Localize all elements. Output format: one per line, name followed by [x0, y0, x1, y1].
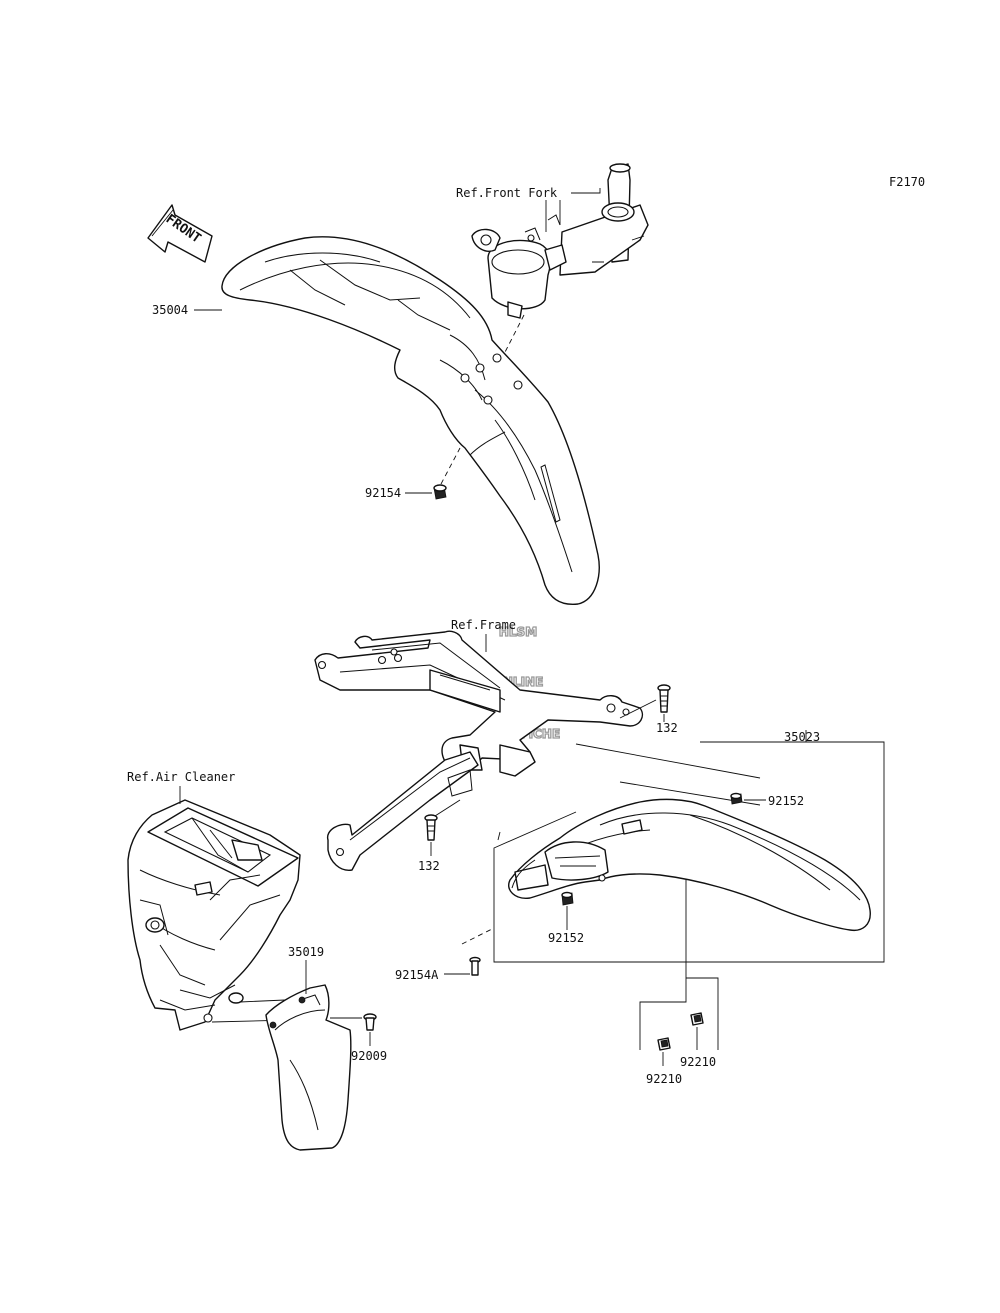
mud-flap-part-number: 35019 — [288, 945, 324, 959]
rear-fender-bolt-a — [469, 956, 481, 976]
air-cleaner-reference — [127, 799, 301, 1031]
mud-flap-bolt-part-number: 92009 — [351, 1049, 387, 1063]
nut-right-part-number: 92210 — [680, 1055, 716, 1069]
nut-left — [657, 1037, 671, 1051]
rear-fender-bolt-a-part-number: 92154A — [395, 968, 439, 982]
watermark-line1: HLSM — [499, 625, 537, 639]
front-fender — [221, 236, 600, 605]
ref-frame-label: Ref.Frame — [451, 618, 516, 632]
rear-fender-bolt-upper — [730, 792, 743, 805]
frame-bolt-right-part-number: 132 — [656, 721, 678, 735]
front-fender-bolt-part-number: 92154 — [365, 486, 401, 500]
rear-fender-part-number: 35023 — [784, 730, 820, 744]
nut-left-part-number: 92210 — [646, 1072, 682, 1086]
front-fork-reference — [471, 163, 649, 319]
rear-fender — [508, 798, 871, 932]
rear-fender-bolt-lower-part-number: 92152 — [548, 931, 584, 945]
ref-front-fork-label: Ref.Front Fork — [456, 186, 558, 200]
front-direction-arrow: FRONT — [147, 204, 213, 263]
frame-bolt-left-part-number: 132 — [418, 859, 440, 873]
frame-bolt-right — [657, 684, 671, 713]
rear-fender-bolt-upper-part-number: 92152 — [768, 794, 804, 808]
frame-bolt-left — [424, 814, 438, 841]
figure-code: F2170 — [889, 175, 925, 189]
front-fender-bolt — [433, 484, 447, 500]
frame-reference — [314, 630, 644, 871]
front-fender-part-number: 35004 — [152, 303, 188, 317]
ref-air-cleaner-label: Ref.Air Cleaner — [127, 770, 235, 784]
nut-right — [690, 1012, 704, 1026]
mud-flap — [265, 984, 352, 1151]
rear-fender-bolt-lower — [561, 891, 574, 906]
mud-flap-bolt — [363, 1013, 377, 1031]
